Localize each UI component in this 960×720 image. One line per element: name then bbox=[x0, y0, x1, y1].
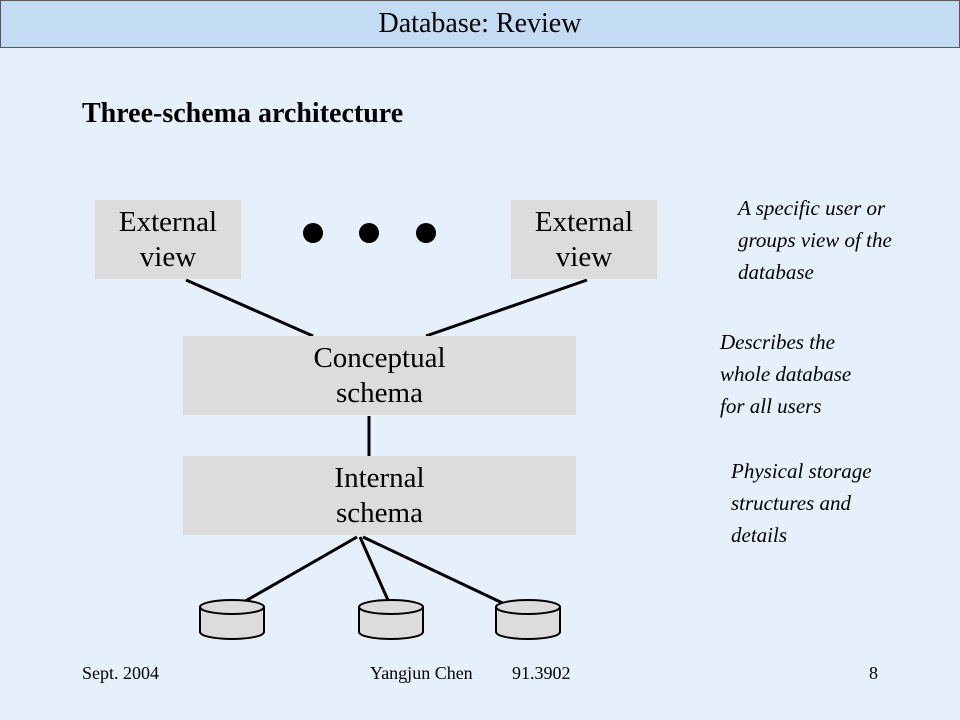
ellipsis-dot bbox=[303, 223, 323, 243]
storage-disk-icon bbox=[199, 599, 265, 640]
ellipsis-dot bbox=[359, 223, 379, 243]
conceptual-schema-label: Conceptual schema bbox=[313, 341, 446, 409]
footer-author: Yangjun Chen bbox=[370, 663, 473, 683]
note-external: A specific user or groups view of the da… bbox=[738, 196, 892, 284]
conceptual-schema-box: Conceptual schema bbox=[183, 336, 576, 415]
connector-internal-to-disk-2 bbox=[358, 536, 393, 608]
connector-internal-to-disk-3 bbox=[362, 535, 512, 609]
external-view-box-left: External view bbox=[95, 200, 241, 279]
external-view-label: External view bbox=[118, 205, 218, 273]
note-internal: Physical storage structures and details bbox=[731, 459, 872, 547]
storage-disk-icon bbox=[358, 599, 424, 640]
internal-schema-box: Internal schema bbox=[183, 456, 576, 535]
slide-title-bar: Database: Review bbox=[0, 0, 960, 48]
connector-internal-to-disk-1 bbox=[234, 535, 358, 609]
internal-schema-label: Internal schema bbox=[334, 461, 425, 529]
footer-page-number: 8 bbox=[869, 663, 878, 683]
ellipsis-dot bbox=[416, 223, 436, 243]
footer-date: Sept. 2004 bbox=[82, 663, 160, 683]
connector-external-right-to-conceptual bbox=[425, 278, 588, 338]
slide-title: Database: Review bbox=[378, 8, 582, 39]
ellipsis-dots bbox=[303, 223, 436, 243]
storage-disk-icon bbox=[495, 599, 561, 640]
external-view-label: External view bbox=[534, 205, 634, 273]
external-view-box-right: External view bbox=[511, 200, 657, 279]
slide-heading: Three-schema architecture bbox=[82, 98, 404, 129]
footer-course: 91.3902 bbox=[512, 663, 571, 683]
connector-external-left-to-conceptual bbox=[185, 278, 314, 338]
note-conceptual: Describes the whole database for all use… bbox=[720, 330, 852, 418]
